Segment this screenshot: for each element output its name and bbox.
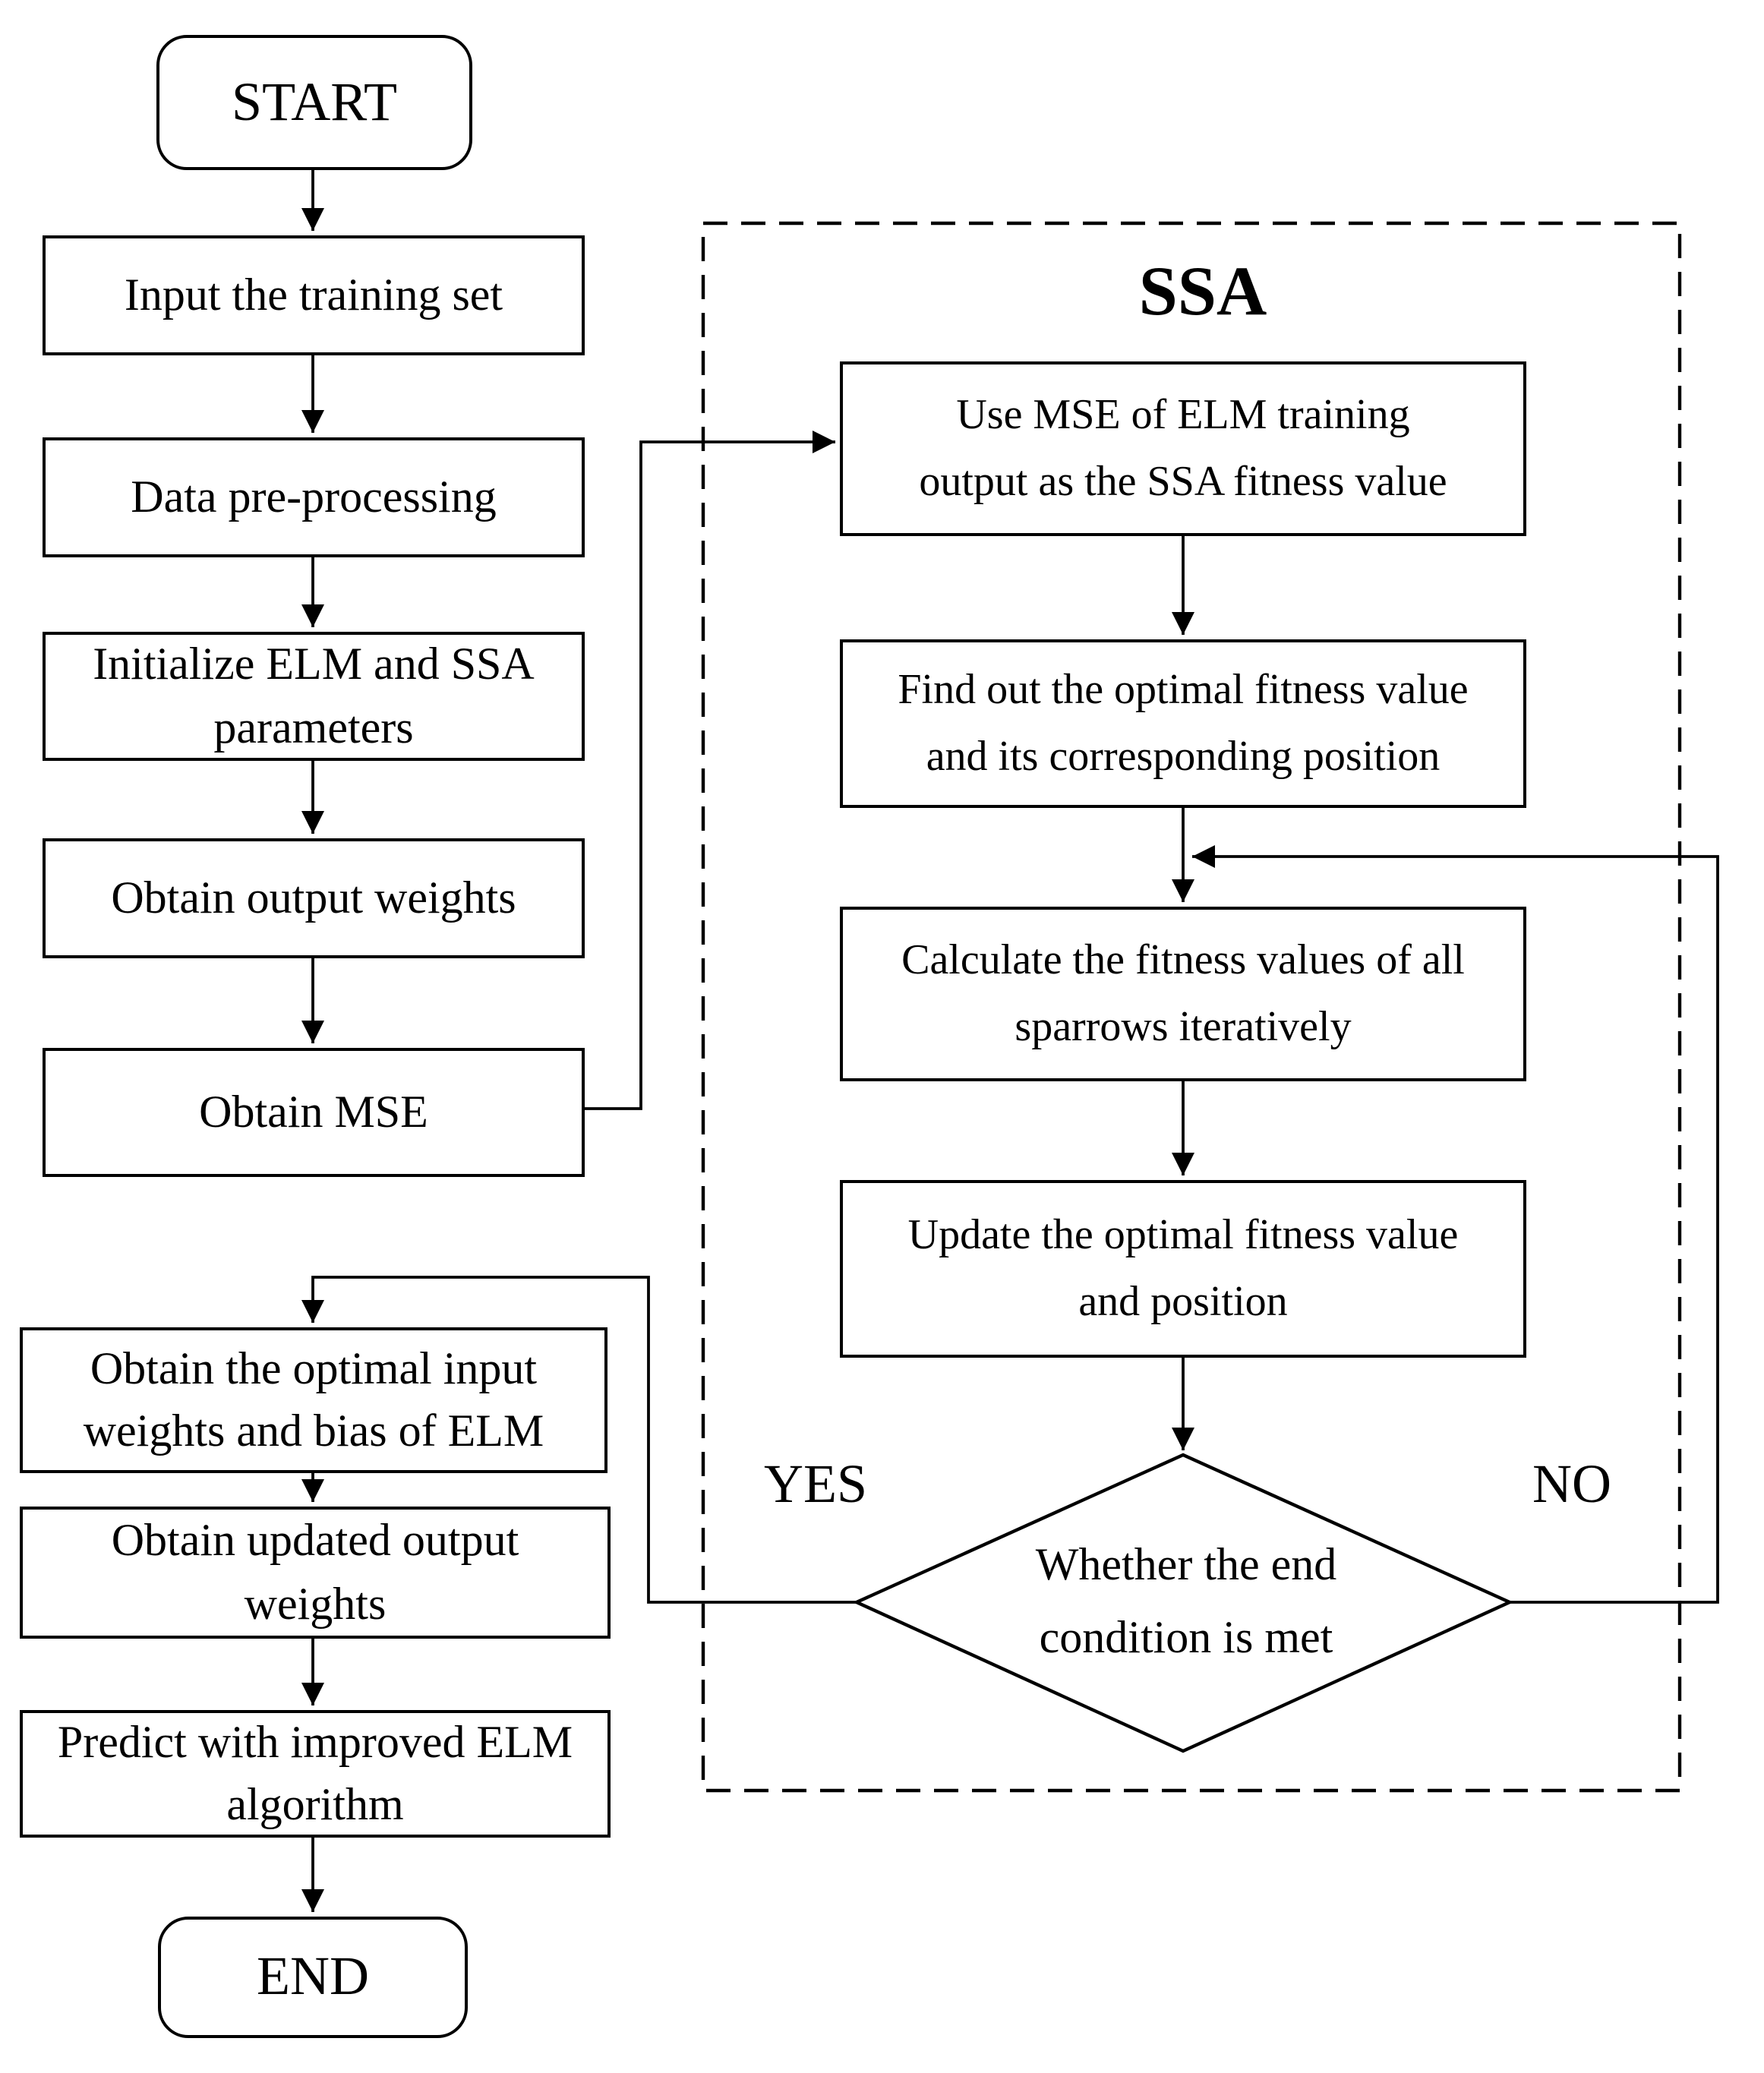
predict-improved-elm-line-2: algorithm [226, 1780, 404, 1830]
predict-improved-elm-node: Predict with improved ELM algorithm [20, 1710, 611, 1838]
obtain-updated-weights-node: Obtain updated output weights [20, 1507, 611, 1639]
obtain-optimal-input-node: Obtain the optimal input weights and bia… [20, 1327, 607, 1473]
find-optimal-fitness-node: Find out the optimal fitness value and i… [840, 639, 1526, 808]
no-label: NO [1496, 1453, 1648, 1514]
update-optimal-line-2: and position [1078, 1278, 1288, 1325]
data-preprocessing-label: Data pre-processing [131, 472, 497, 522]
obtain-updated-weights-line-2: weights [244, 1579, 387, 1629]
use-mse-fitness-node: Use MSE of ELM training output as the SS… [840, 361, 1526, 536]
use-mse-fitness-line-2: output as the SSA fitness value [919, 458, 1447, 505]
decision-line-2: condition is met [1039, 1613, 1333, 1663]
yes-label: YES [740, 1453, 891, 1514]
no-loop-arrow [1192, 845, 1719, 1604]
decision-line-1: Whether the end [1035, 1540, 1337, 1590]
arrow-mse-to-fitness [585, 431, 835, 1110]
obtain-output-weights-node: Obtain output weights [43, 838, 585, 958]
initialize-parameters-line-2: parameters [213, 702, 414, 753]
no-label-text: NO [1532, 1453, 1611, 1514]
input-training-set-label: Input the training set [124, 270, 503, 320]
initialize-parameters-line-1: Initialize ELM and SSA [93, 639, 535, 690]
initialize-parameters-node: Initialize ELM and SSA parameters [43, 632, 585, 761]
calculate-fitness-node: Calculate the fitness values of all spar… [840, 907, 1526, 1081]
data-preprocessing-node: Data pre-processing [43, 437, 585, 557]
ssa-dashed-container [701, 221, 1682, 1793]
predict-improved-elm-line-1: Predict with improved ELM [57, 1717, 573, 1768]
obtain-updated-weights-line-1: Obtain updated output [111, 1516, 519, 1567]
obtain-mse-label: Obtain MSE [199, 1087, 428, 1137]
obtain-optimal-input-line-1: Obtain the optimal input [90, 1343, 538, 1394]
end-node: END [158, 1917, 468, 2038]
find-optimal-fitness-line-2: and its corresponding position [926, 733, 1441, 780]
update-optimal-node: Update the optimal fitness value and pos… [840, 1180, 1526, 1358]
ssa-title: SSA [1051, 245, 1355, 336]
start-node: START [156, 35, 472, 170]
ssa-title-text: SSA [1138, 251, 1267, 329]
calculate-fitness-line-2: sparrows iteratively [1015, 1003, 1352, 1050]
update-optimal-line-1: Update the optimal fitness value [907, 1212, 1459, 1260]
decision-diamond-text: Whether the end condition is met [913, 1526, 1459, 1678]
obtain-output-weights-label: Obtain output weights [111, 872, 516, 923]
use-mse-fitness-line-1: Use MSE of ELM training [956, 392, 1410, 440]
yes-loop-arrow [301, 1276, 857, 1604]
input-training-set-node: Input the training set [43, 235, 585, 355]
decision-diamond-shape [852, 1453, 1514, 1753]
yes-label-text: YES [763, 1453, 867, 1514]
obtain-optimal-input-line-2: weights and bias of ELM [83, 1406, 544, 1456]
end-label: END [257, 1945, 369, 2007]
find-optimal-fitness-line-1: Find out the optimal fitness value [898, 667, 1469, 715]
obtain-mse-node: Obtain MSE [43, 1048, 585, 1177]
start-label: START [232, 71, 397, 132]
calculate-fitness-line-1: Calculate the fitness values of all [901, 937, 1465, 985]
